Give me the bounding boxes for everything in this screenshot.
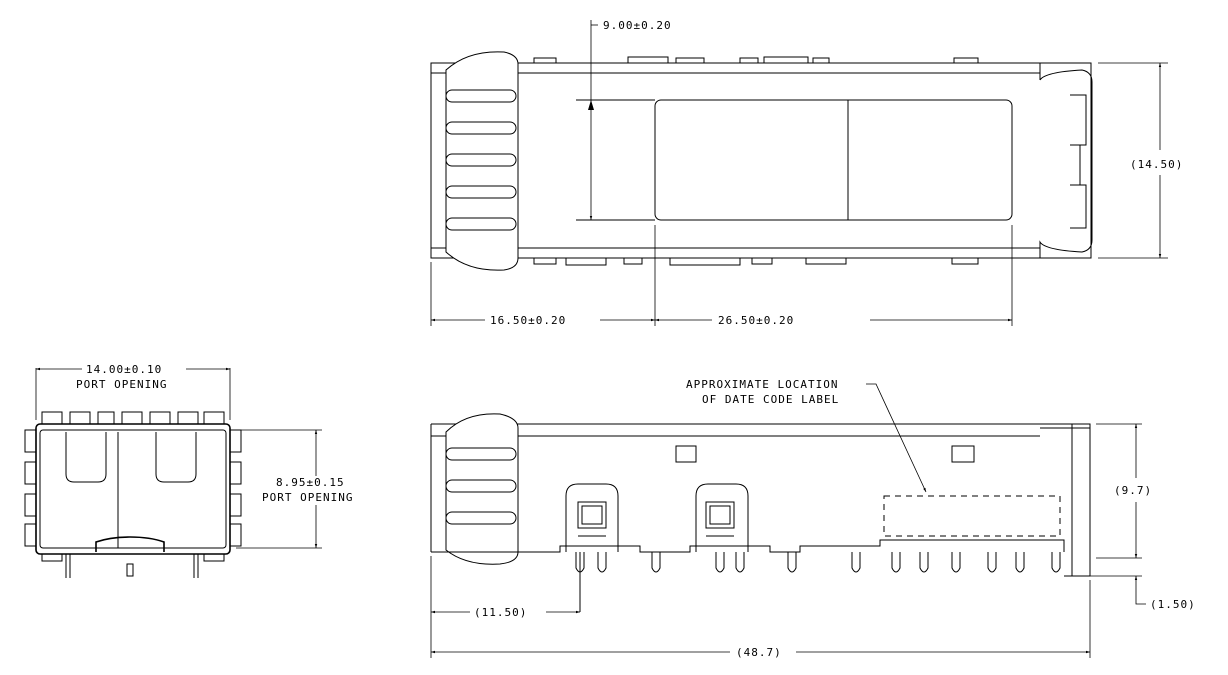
- date-code-note-line2: OF DATE CODE LABEL: [702, 393, 839, 406]
- dim-front-to-window: 16.50±0.20: [490, 314, 566, 327]
- dim-port-height-note: PORT OPENING: [262, 491, 353, 504]
- dim-port-width: 14.00±0.10: [86, 363, 162, 376]
- side-view: APPROXIMATE LOCATION OF DATE CODE LABEL …: [430, 378, 1196, 659]
- latch-left: [565, 483, 619, 552]
- latch-right: [695, 483, 749, 552]
- side-bezel-fins: [445, 447, 517, 525]
- bezel-fins: [445, 89, 517, 231]
- date-code-note-line1: APPROXIMATE LOCATION: [686, 378, 838, 391]
- date-code-label-area: [883, 495, 1061, 537]
- dim-overall-length: (48.7): [736, 646, 782, 659]
- bottom-tabs: [533, 257, 979, 266]
- dim-overall-height: (14.50): [1130, 158, 1183, 171]
- dim-pin-length: (1.50): [1150, 598, 1196, 611]
- dim-port-width-note: PORT OPENING: [76, 378, 167, 391]
- dim-window-length: 26.50±0.20: [718, 314, 794, 327]
- front-top-tabs: [41, 411, 225, 425]
- front-side-tabs: [24, 429, 242, 547]
- side-pins: [575, 552, 1061, 612]
- front-pins: [41, 553, 225, 578]
- top-tabs: [533, 56, 979, 64]
- dim-front-to-pin: (11.50): [474, 606, 527, 619]
- dim-port-height: 8.95±0.15: [276, 476, 345, 489]
- dim-side-height: (9.7): [1114, 484, 1152, 497]
- front-view: 14.00±0.10 PORT OPENING 8.95±0.15 PORT O…: [24, 363, 353, 578]
- dim-window-height: 9.00±0.20: [603, 19, 672, 32]
- top-view: 9.00±0.20 (14.50) 16.50±0.20 26.50±0.20: [430, 19, 1183, 327]
